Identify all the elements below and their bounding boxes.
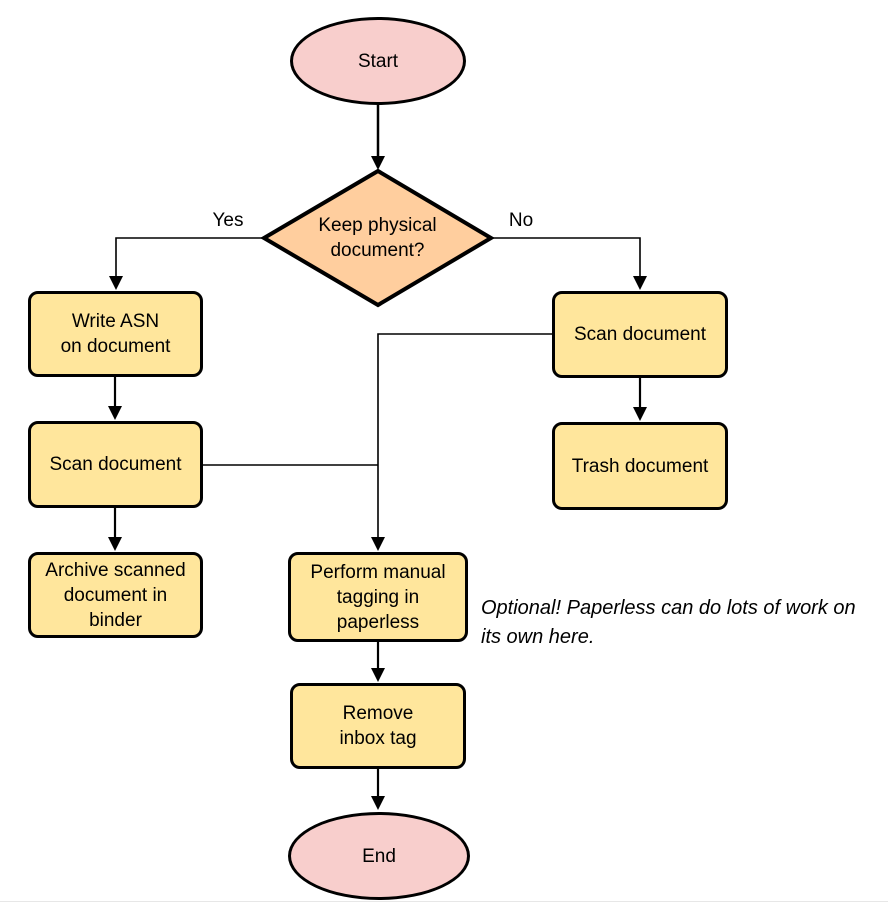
process-manual-tagging: Perform manual tagging in paperless [288, 552, 468, 642]
process-trash-document: Trash document [552, 422, 728, 510]
decision-diamond-shape [260, 168, 495, 308]
arrowhead [108, 537, 122, 551]
decision-keep-physical-document: Keep physical document? [318, 215, 437, 261]
optional-note: Optional! Paperless can do lots of work … [481, 597, 856, 648]
arrowhead [371, 156, 385, 170]
end-terminal: End [288, 812, 470, 900]
arrowhead [633, 407, 647, 421]
edge-label-yes: Yes [210, 210, 246, 232]
start-terminal: Start [290, 17, 466, 105]
edge-no-branch [491, 237, 641, 278]
process-write-asn-on-document: Write ASN on document [28, 291, 203, 377]
arrowhead [371, 796, 385, 810]
arrowhead [371, 537, 385, 551]
edge-yes-branch [115, 237, 264, 278]
edge-scanright-to-tagging [377, 333, 552, 539]
arrowhead [371, 668, 385, 682]
arrowhead [108, 406, 122, 420]
process-scan-document-discard: Scan document [552, 291, 728, 378]
process-remove-inbox-tag: Remove inbox tag [290, 683, 466, 769]
arrowhead [109, 276, 123, 290]
arrowhead [633, 276, 647, 290]
edge-label-no: No [506, 210, 536, 232]
process-scan-document-keep: Scan document [28, 421, 203, 508]
process-archive-scanned-document: Archive scanned document in binder [28, 552, 203, 638]
page-bottom-divider [0, 901, 888, 902]
